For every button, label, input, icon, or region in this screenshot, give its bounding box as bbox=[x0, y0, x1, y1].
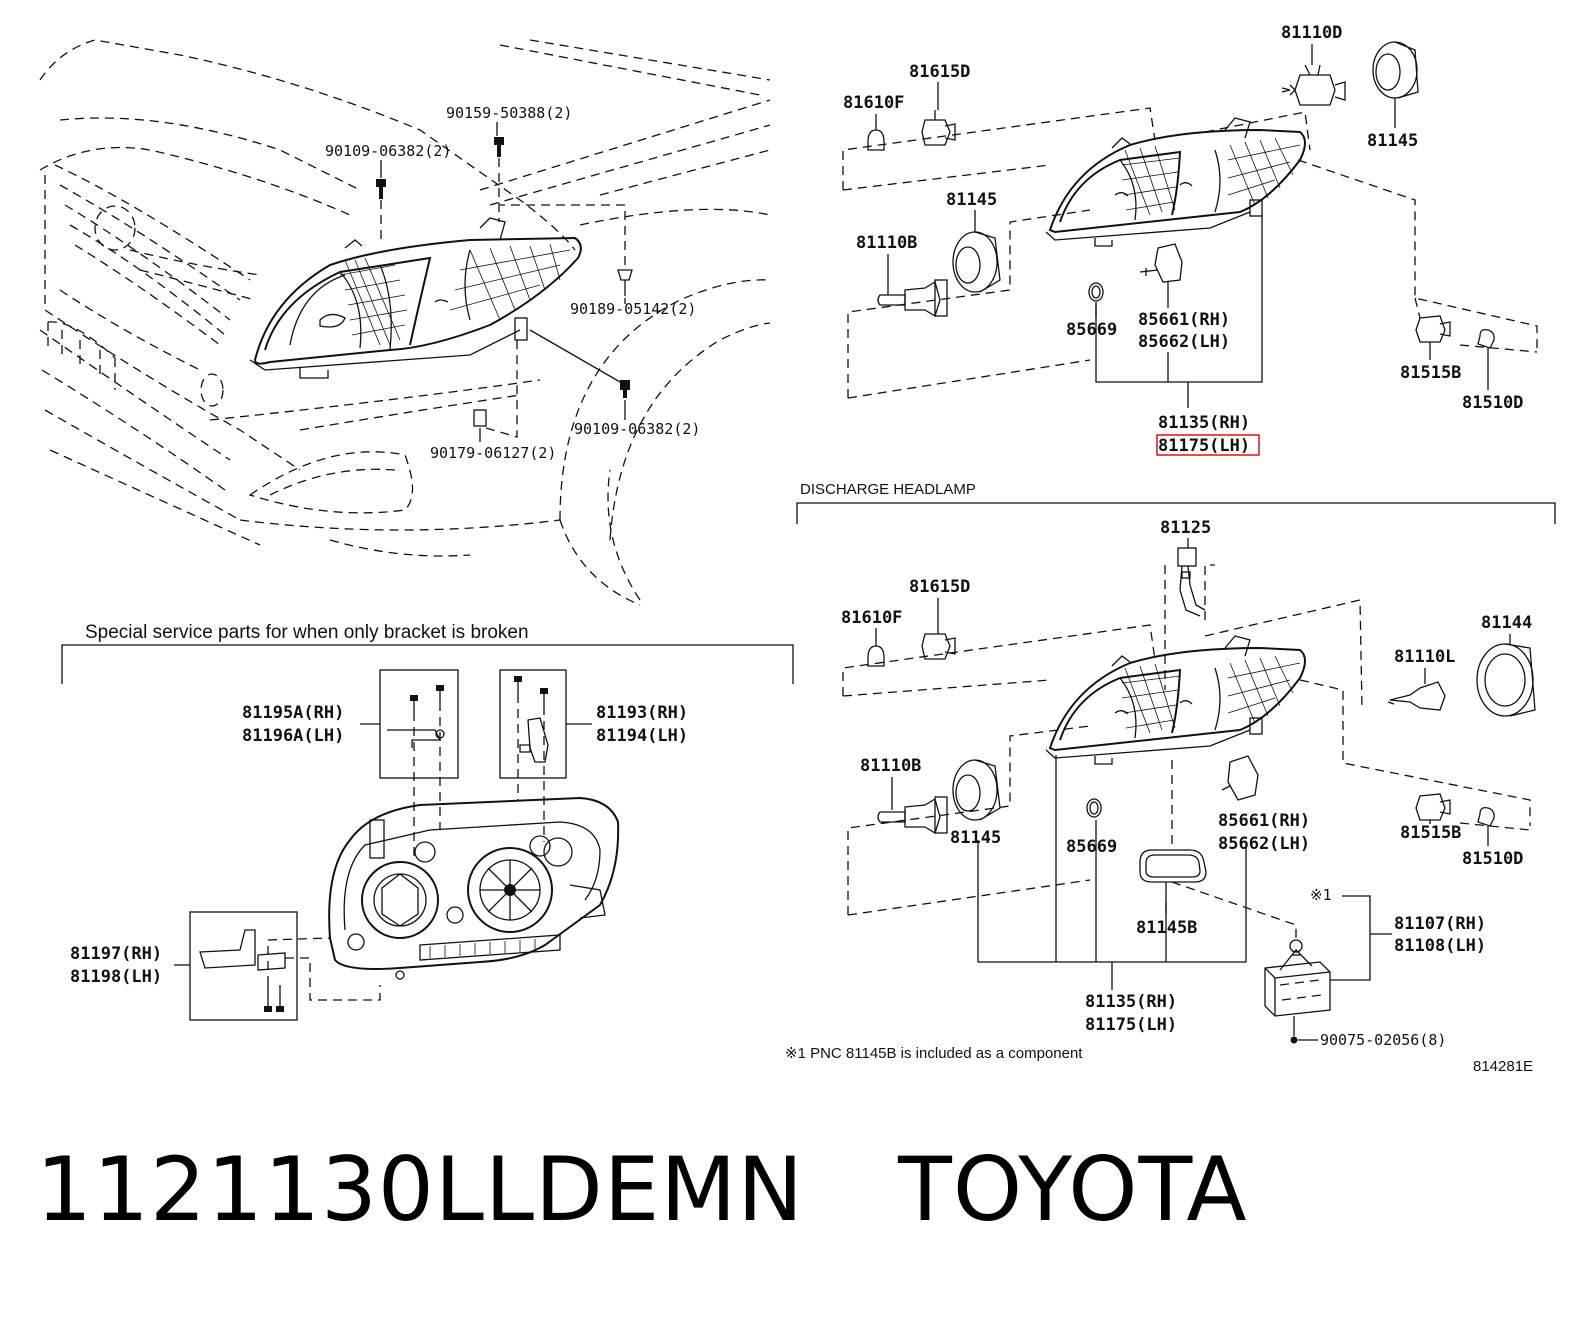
bulb-socket-icon bbox=[1415, 793, 1451, 821]
label-81107-rh: 81107(RH) bbox=[1394, 914, 1486, 934]
bolt-icon bbox=[529, 329, 630, 398]
figure-code: 814281E bbox=[1473, 1058, 1533, 1075]
label-81145: 81145 bbox=[950, 828, 1001, 848]
label-85661-rh: 85661(RH) bbox=[1218, 811, 1310, 831]
gasket-icon bbox=[1139, 849, 1207, 883]
label-81175-lh: 81175(LH) bbox=[1085, 1015, 1177, 1035]
bulb-icon bbox=[1281, 64, 1346, 106]
bulb-socket-icon bbox=[921, 110, 956, 146]
clip-icon bbox=[500, 204, 633, 296]
label-90179-06127: 90179-06127(2) bbox=[430, 444, 556, 462]
o-ring-icon bbox=[1088, 282, 1104, 302]
label-81610F: 81610F bbox=[841, 608, 902, 628]
bolt-icon bbox=[494, 137, 504, 222]
car-view-fasteners bbox=[376, 137, 633, 438]
label-81197-rh: 81197(RH) bbox=[70, 944, 162, 964]
ballast-icon bbox=[1264, 939, 1331, 1017]
label-81510D: 81510D bbox=[1462, 849, 1523, 869]
label-81135-rh: 81135(RH) bbox=[1085, 992, 1177, 1012]
label-85661-rh: 85661(RH) bbox=[1138, 310, 1230, 330]
car-front-view bbox=[39, 39, 771, 606]
headlamp-car-view bbox=[249, 217, 582, 379]
label-81515B: 81515B bbox=[1400, 823, 1461, 843]
bracket-kit-81193 bbox=[499, 669, 567, 842]
label-85669: 85669 bbox=[1066, 320, 1117, 340]
label-90109-06382: 90109-06382(2) bbox=[325, 142, 451, 160]
highlight-box bbox=[1156, 434, 1260, 456]
small-bulb-icon bbox=[867, 645, 885, 667]
note-mark: ※1 bbox=[1310, 886, 1332, 904]
small-bulb-icon bbox=[1477, 328, 1495, 349]
label-81110B: 81110B bbox=[856, 233, 917, 253]
label-81515B: 81515B bbox=[1400, 363, 1461, 383]
hid-bulb-icon bbox=[1387, 681, 1446, 711]
brand-name: TOYOTA bbox=[898, 1138, 1248, 1241]
label-85662-lh: 85662(LH) bbox=[1138, 332, 1230, 352]
part-number-footer: 1121130LLDEMN TOYOTA bbox=[36, 1138, 1342, 1241]
label-81145B: 81145B bbox=[1136, 918, 1197, 938]
label-81145: 81145 bbox=[1367, 131, 1418, 151]
label-81615D: 81615D bbox=[909, 577, 970, 597]
discharge-headlamp-title: DISCHARGE HEADLAMP bbox=[800, 481, 976, 498]
o-ring-icon bbox=[1086, 798, 1102, 818]
label-81110B: 81110B bbox=[860, 756, 921, 776]
label-81198-lh: 81198(LH) bbox=[70, 967, 162, 987]
bracket-kit-81197 bbox=[189, 911, 381, 1021]
igniter-harness-icon bbox=[1177, 547, 1206, 617]
bolt-icon bbox=[376, 179, 386, 240]
halogen-headlamp-exploded bbox=[842, 41, 1538, 408]
label-81195A-rh: 81195A(RH) bbox=[242, 703, 344, 723]
label-81110L: 81110L bbox=[1394, 647, 1455, 667]
leveling-motor-icon bbox=[1221, 755, 1259, 801]
label-81193-rh: 81193(RH) bbox=[596, 703, 688, 723]
nut-clip-icon bbox=[473, 340, 518, 438]
section-bracket bbox=[61, 644, 794, 684]
footnote: ※1 PNC 81145B is included as a component bbox=[785, 1045, 1083, 1062]
label-81175-lh-highlighted: 81175(LH) bbox=[1158, 436, 1250, 456]
label-81110D: 81110D bbox=[1281, 23, 1342, 43]
section-bracket bbox=[796, 502, 1556, 524]
label-85662-lh: 85662(LH) bbox=[1218, 834, 1310, 854]
label-81108-lh: 81108(LH) bbox=[1394, 936, 1486, 956]
label-81135-rh: 81135(RH) bbox=[1158, 413, 1250, 433]
part-number: 1121130LLDEMN bbox=[36, 1138, 805, 1241]
label-90109-06382: 90109-06382(2) bbox=[574, 420, 700, 438]
label-81615D: 81615D bbox=[909, 62, 970, 82]
label-81125: 81125 bbox=[1160, 518, 1211, 538]
small-bulb-icon bbox=[867, 129, 885, 151]
label-81196A-lh: 81196A(LH) bbox=[242, 726, 344, 746]
bulb-socket-icon bbox=[1415, 315, 1451, 343]
label-90075-02056: 90075-02056(8) bbox=[1320, 1031, 1446, 1049]
label-81145: 81145 bbox=[946, 190, 997, 210]
discharge-headlamp-exploded bbox=[842, 547, 1536, 1044]
bracket-kit-81195A bbox=[379, 669, 459, 860]
headlamp-rear-view bbox=[328, 796, 620, 980]
label-81510D: 81510D bbox=[1462, 393, 1523, 413]
socket-ring-icon bbox=[1372, 41, 1419, 99]
label-81144: 81144 bbox=[1481, 613, 1532, 633]
screw-icon bbox=[1290, 1016, 1298, 1044]
label-90159-50388: 90159-50388(2) bbox=[446, 104, 572, 122]
special-service-title: Special service parts for when only brac… bbox=[85, 622, 529, 643]
bulb-icon bbox=[877, 796, 948, 834]
small-bulb-icon bbox=[1477, 806, 1495, 827]
label-90189-05142: 90189-05142(2) bbox=[570, 300, 696, 318]
label-85669: 85669 bbox=[1066, 837, 1117, 857]
leveling-motor-icon bbox=[1139, 243, 1183, 283]
socket-ring-icon bbox=[1476, 643, 1536, 717]
label-81610F: 81610F bbox=[843, 93, 904, 113]
socket-ring-icon bbox=[952, 759, 1001, 821]
label-81194-lh: 81194(LH) bbox=[596, 726, 688, 746]
socket-ring-icon bbox=[952, 231, 1001, 293]
